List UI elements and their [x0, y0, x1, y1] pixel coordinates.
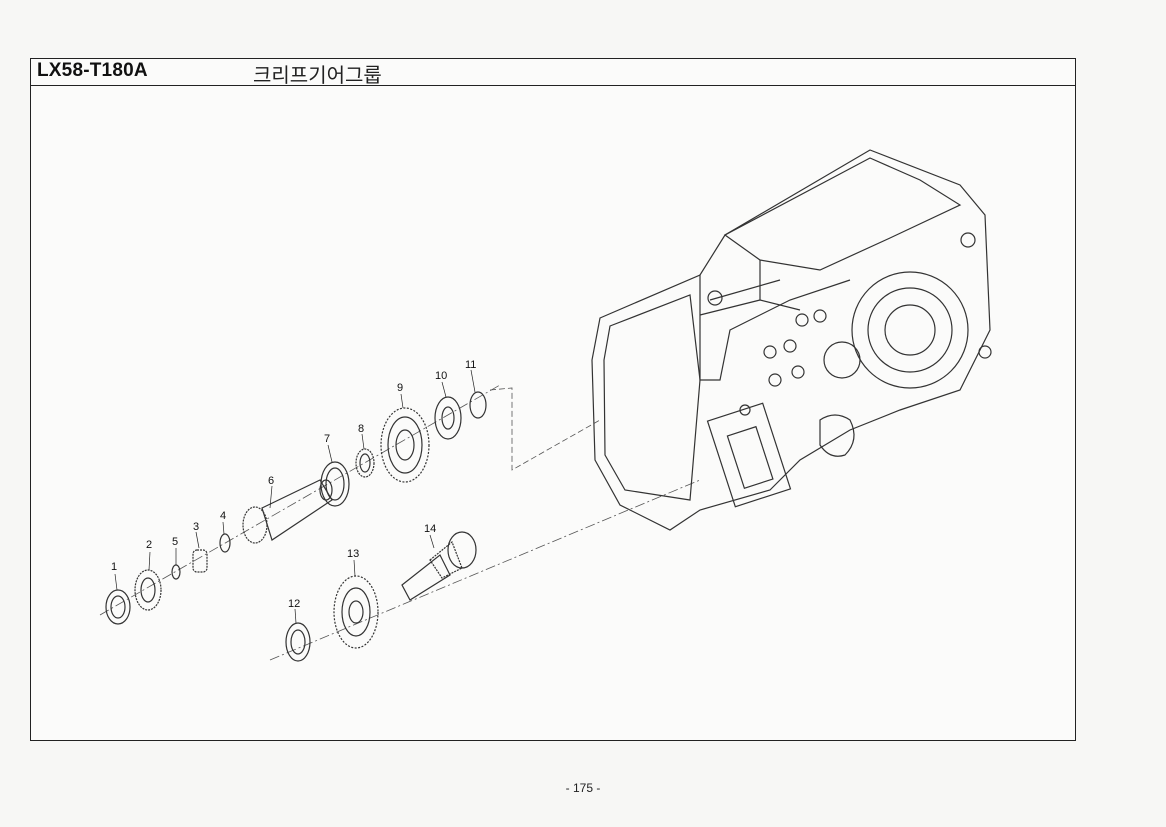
callout-11: 11	[465, 359, 476, 371]
axis-line-upper	[99, 384, 501, 616]
header-row: LX58-T180A 크리프기어그룹	[31, 59, 1075, 87]
part-10-thrust-washer	[434, 396, 462, 440]
callout-10: 10	[435, 370, 447, 382]
callout-6: 6	[268, 475, 274, 487]
part-11-snap-ring	[469, 391, 487, 419]
part-3-needle-bearing	[192, 549, 208, 573]
callout-5: 5	[172, 536, 178, 548]
group-title: 크리프기어그룹	[253, 63, 382, 87]
part-12-oil-seal	[285, 622, 311, 662]
part-2-gear	[134, 569, 162, 611]
callout-3: 3	[193, 521, 199, 533]
callout-9: 9	[397, 382, 403, 394]
transmission-housing	[591, 149, 992, 531]
callout-4: 4	[220, 510, 226, 522]
leader-line-housing	[489, 387, 601, 471]
callout-8: 8	[358, 423, 364, 435]
part-7-sleeve	[320, 461, 350, 507]
part-5-snap-ring	[171, 564, 181, 580]
callout-2: 2	[146, 539, 152, 551]
model-code: LX58-T180A	[37, 60, 148, 81]
part-9-creep-gear	[380, 407, 430, 483]
part-8-needle-bearing	[355, 448, 375, 478]
page-number: - 175 -	[565, 781, 601, 795]
axis-line-lower	[269, 479, 701, 661]
part-1-oil-seal	[105, 589, 131, 625]
part-14-output-shaft	[401, 531, 477, 601]
callout-12: 12	[288, 598, 300, 610]
part-4-snap-ring	[219, 533, 231, 553]
callout-1: 1	[111, 561, 117, 573]
callout-7: 7	[324, 433, 330, 445]
callout-14: 14	[424, 523, 436, 535]
callout-13: 13	[347, 548, 359, 560]
part-13-gear	[333, 575, 379, 649]
